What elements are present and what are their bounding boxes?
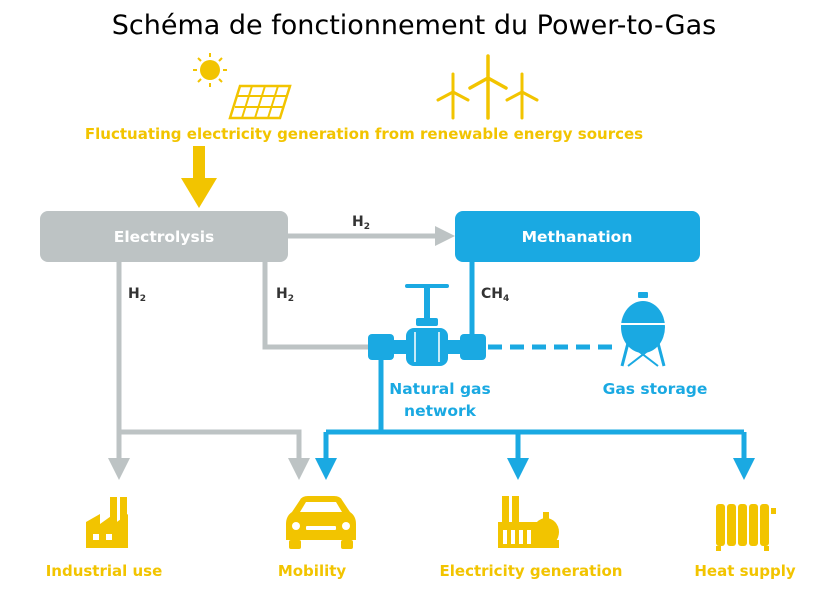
methane-lines bbox=[323, 262, 747, 460]
electricity-flow-arrow bbox=[181, 146, 217, 208]
heat-supply-label: Heat supply bbox=[694, 562, 795, 580]
electrolysis-box bbox=[40, 211, 288, 262]
methanation-box bbox=[455, 211, 700, 262]
solar-panel-icon bbox=[228, 84, 292, 120]
ch4-arrowhead-mobility bbox=[315, 458, 337, 480]
natural-gas-network-label-line1: Natural gas bbox=[389, 380, 490, 398]
industrial-use-label: Industrial use bbox=[46, 562, 163, 580]
h2-label-methanation: H2 bbox=[352, 214, 370, 232]
valve-icon bbox=[368, 284, 486, 366]
natural-gas-network-label-line2: network bbox=[404, 402, 477, 420]
wind-turbine-icon bbox=[436, 54, 539, 120]
ch4-arrowhead-electricity bbox=[507, 458, 529, 480]
electrolysis-label: Electrolysis bbox=[114, 228, 215, 246]
power-plant-icon bbox=[498, 496, 559, 548]
factory-icon bbox=[86, 497, 128, 548]
electricity-generation-label: Electricity generation bbox=[440, 562, 623, 580]
h2-arrowhead-industrial bbox=[108, 458, 130, 480]
car-icon bbox=[286, 496, 356, 549]
h2-label-industry: H2 bbox=[128, 286, 146, 304]
ch4-arrowhead-heat bbox=[733, 458, 755, 480]
radiator-icon bbox=[716, 504, 776, 551]
sun-icon bbox=[193, 53, 227, 87]
renewable-source-caption: Fluctuating electricity generation from … bbox=[85, 125, 643, 143]
gas-storage-label: Gas storage bbox=[603, 380, 708, 398]
page-title: Schéma de fonctionnement du Power-to-Gas bbox=[112, 10, 716, 41]
h2-label-network: H2 bbox=[276, 286, 294, 304]
hydrogen-lines bbox=[116, 233, 440, 460]
methanation-label: Methanation bbox=[522, 228, 633, 246]
ch4-label: CH4 bbox=[481, 286, 509, 304]
h2-arrowhead-methanation bbox=[435, 226, 455, 246]
mobility-label: Mobility bbox=[278, 562, 347, 580]
h2-arrowhead-mobility bbox=[288, 458, 310, 480]
gas-tank-icon bbox=[620, 292, 666, 367]
